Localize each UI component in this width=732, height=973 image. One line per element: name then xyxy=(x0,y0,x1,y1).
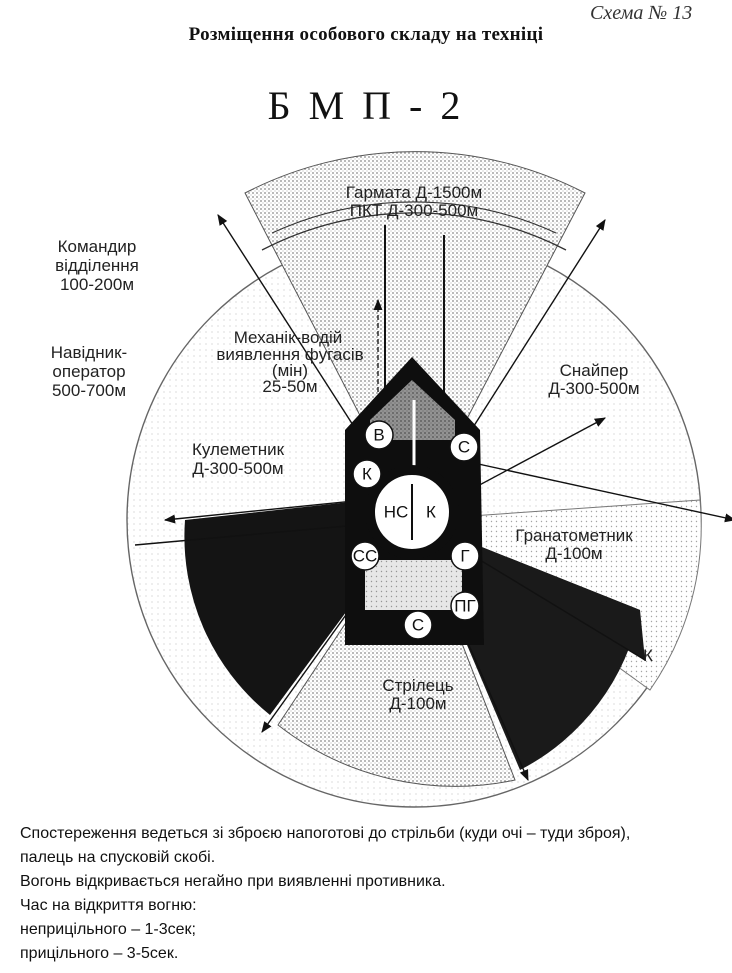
scheme-number: Схема № 13 xyxy=(590,2,693,24)
position-k-center: К xyxy=(426,503,436,522)
machine-gunner-label-1: Кулеметник xyxy=(192,440,285,459)
driver-label-1: Механік-водій xyxy=(234,328,343,347)
hull-light-patch-rear xyxy=(365,560,462,610)
weapon-sector-arc-inner xyxy=(261,212,567,251)
driver-label-2: виявлення фугасів xyxy=(216,345,363,364)
grenadier-label-1: Гранатометник xyxy=(515,526,633,545)
svg-text:ПГ: ПГ xyxy=(454,597,475,616)
gunner-label-2: оператор xyxy=(52,362,125,381)
rifleman-label-1: Стрілець xyxy=(382,676,453,695)
position-ns: НС xyxy=(384,503,409,522)
gunner-label-1: Навідник- xyxy=(51,343,127,362)
note-line: Час на відкриття вогню: xyxy=(20,897,197,914)
commander-label-1: Командир xyxy=(58,237,137,256)
note-line: Спостереження ведеться зі зброєю напогот… xyxy=(20,825,631,842)
rifleman-sector xyxy=(277,518,516,787)
weapon-sector xyxy=(244,151,586,522)
position-s-rear: С xyxy=(403,610,433,640)
position-s-front: С xyxy=(449,432,479,462)
sniper-label-2: Д-300-500м xyxy=(548,379,639,398)
grenadier-label-2: Д-100м xyxy=(545,544,602,563)
svg-text:С: С xyxy=(412,616,424,635)
svg-text:С: С xyxy=(458,438,470,457)
note-line: неприцільного – 1-3сек; xyxy=(20,921,196,938)
machine-gunner-label-2: Д-300-500м xyxy=(192,459,283,478)
position-pg: ПГ xyxy=(450,591,480,621)
position-g: Г xyxy=(450,541,480,571)
page-title: Розміщення особового складу на техніці xyxy=(188,24,544,45)
vehicle-name: Б М П - 2 xyxy=(267,83,465,128)
note-line: палець на спусковій скобі. xyxy=(20,849,216,866)
driver-label-4: 25-50м xyxy=(262,377,317,396)
position-ss: СС xyxy=(350,541,380,571)
weapon-sector-arc-outer xyxy=(271,201,557,234)
gunner-label-3: 500-700м xyxy=(52,381,126,400)
rear-right-mark: К xyxy=(643,646,653,665)
svg-text:В: В xyxy=(373,426,384,445)
driver-label-3: (мін) xyxy=(272,361,308,380)
weapon-label-2: ПКТ Д-300-500м xyxy=(350,201,478,220)
position-k-left: К xyxy=(352,459,382,489)
weapon-label-1: Гармата Д-1500м xyxy=(346,183,482,202)
rifleman-label-2: Д-100м xyxy=(389,694,446,713)
position-v: В xyxy=(364,420,394,450)
svg-text:К: К xyxy=(362,465,372,484)
commander-label-3: 100-200м xyxy=(60,275,134,294)
note-line: прицільного – 3-5сек. xyxy=(20,945,179,962)
svg-text:Г: Г xyxy=(460,547,469,566)
note-line: Вогонь відкривається негайно при виявлен… xyxy=(20,873,446,890)
svg-text:СС: СС xyxy=(353,547,378,566)
sniper-label-1: Снайпер xyxy=(560,361,629,380)
commander-label-2: відділення xyxy=(55,256,139,275)
notes-block: Спостереження ведеться зі зброєю напогот… xyxy=(20,822,732,966)
